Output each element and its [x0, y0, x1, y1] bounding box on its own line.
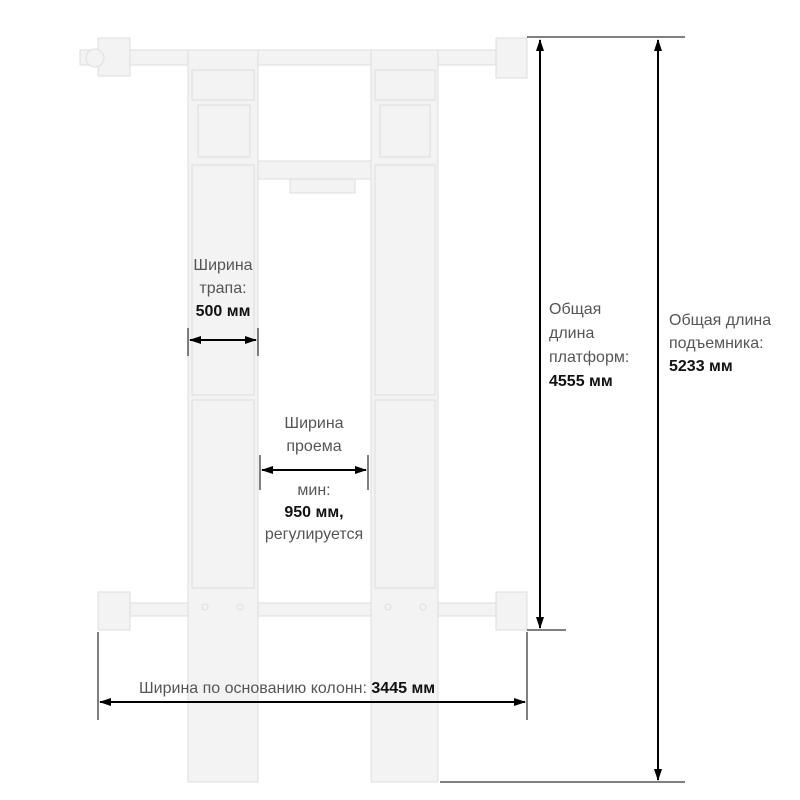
- platform-length-value: 4555 мм: [549, 373, 613, 390]
- center-crossbeam: [257, 160, 372, 180]
- center-unit: [289, 178, 356, 194]
- ramp-width-label: Ширина трапа: 500 мм: [173, 254, 273, 323]
- lift-length-label: Общая длина подъемника: 5233 мм: [669, 309, 771, 378]
- column-top-right: [495, 37, 528, 79]
- opening-width-label: Ширина проема: [284, 415, 344, 455]
- platform-length-label: Общая длина платформ: 4555 мм: [549, 298, 629, 394]
- column-bottom-left: [97, 591, 131, 631]
- lift-length-value: 5233 мм: [669, 358, 733, 375]
- lift-structure: [79, 37, 528, 783]
- dimension-lines: [97, 36, 685, 783]
- opening-width-value: 950 мм,: [284, 504, 344, 521]
- column-bottom-right: [495, 591, 528, 631]
- motor: [85, 48, 105, 68]
- opening-width-value-block: мин: 950 мм, регулируется: [244, 480, 384, 546]
- column-top-left: [97, 37, 131, 77]
- ramp-width-value: 500 мм: [195, 303, 251, 320]
- base-width-value: 3445 мм: [371, 680, 436, 697]
- top-crossbar: [79, 49, 526, 66]
- base-width-label: Ширина по основанию колонн: 3445 мм: [139, 680, 436, 697]
- bottom-crossbar: [99, 602, 526, 617]
